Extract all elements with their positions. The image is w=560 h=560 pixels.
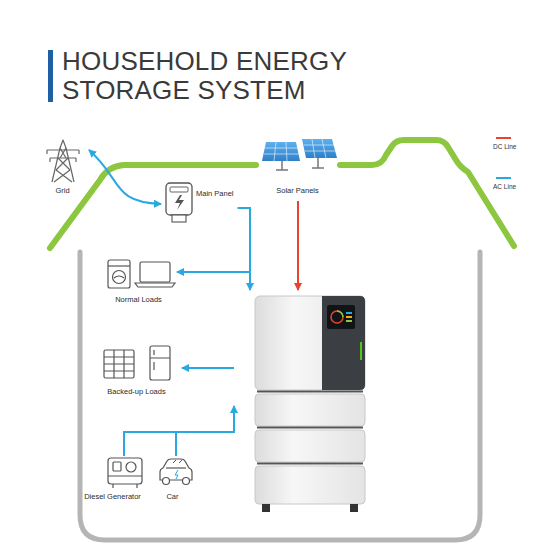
legend-sample [496,137,511,139]
grid-icon [47,150,79,162]
generator-icon [108,458,142,488]
normal-loads-icon [135,283,175,287]
battery-cabinet [346,320,352,322]
grid-icon [47,140,79,182]
node-label: Solar Panels [258,186,337,195]
ac-connector [89,150,161,204]
ac-wire [175,432,177,456]
grid-icon [54,148,72,182]
battery-cabinet [346,312,352,314]
backed-up-loads-icon [150,346,170,380]
battery-cabinet [327,305,355,329]
legend-label: AC Line [493,183,516,191]
ac-connector [177,208,250,272]
normal-loads-node: Normal Loads [104,254,176,306]
node-label: Diesel Generator [72,492,153,501]
generator-icon [126,462,136,472]
generator-icon [108,476,142,488]
battery-cabinet [255,296,365,512]
node-label: Normal Loads [104,295,173,304]
solar-icon [262,142,300,161]
diagram-title: HOUSEHOLD ENERGY STORAGE SYSTEM [62,47,372,105]
backed-up-loads-icon [104,350,134,378]
node-label: Grid [40,186,85,195]
battery-cabinet [262,504,270,512]
normal-loads-icon [108,265,130,266]
battery-cabinet [257,392,363,464]
backed-up-loads-icon [104,350,134,378]
backed-up-loads-node: Backed-up Loads [100,343,176,398]
battery-cabinet [350,504,358,512]
main-panel-icon [175,195,184,210]
node-label: Car [156,492,189,501]
normal-loads-icon [108,260,175,288]
main-panel-icon [166,183,192,215]
house-roof [340,140,514,246]
battery-cabinet [255,430,365,462]
main-panel-node: Main Panel [162,180,237,224]
solar-icon [262,139,337,170]
house-roof [50,165,256,248]
battery-cabinet [255,296,365,390]
backed-up-loads-icon [104,346,170,380]
car-icon [160,459,192,485]
main-panel-icon [170,187,188,192]
generator-icon [113,462,121,471]
battery-cabinet [337,311,343,317]
car-icon [166,467,186,468]
car-icon [163,478,170,485]
main-panel-icon [172,215,186,222]
solar-icon [304,139,336,158]
car-icon [173,460,182,463]
normal-loads-icon [108,260,130,288]
solar-icon [264,142,299,161]
dc-wire [297,201,299,290]
node-label: Main Panel [196,189,234,198]
grid-node: Grid [40,136,88,197]
normal-loads-icon [113,271,126,284]
grid-icon [52,140,74,182]
battery-cabinet [331,311,343,323]
backed-up-loads-icon [150,350,170,370]
generator-icon [108,458,142,484]
battery-cabinet [360,342,362,360]
ac-wire [182,367,234,369]
battery-cabinet [255,466,365,504]
solar-icon [302,139,337,158]
title-bar [48,50,53,102]
battery-cabinet [255,394,365,426]
wire [124,201,298,456]
legend-sample [496,177,511,179]
generator-node: Diesel Generator [72,450,156,503]
car-icon [160,459,192,480]
normal-loads-icon [140,262,170,282]
main-panel-icon [166,183,192,222]
battery-cabinet [346,316,352,318]
normal-loads-icon [114,276,124,278]
car-node: Car [156,450,192,503]
car-icon [183,478,190,485]
car-icon [175,470,178,479]
node-label: Backed-up Loads [100,387,173,396]
legend-label: DC Line [493,143,516,151]
ac-wire [124,406,234,456]
battery-cabinet [322,296,365,390]
solar-node: Solar Panels [258,136,340,197]
